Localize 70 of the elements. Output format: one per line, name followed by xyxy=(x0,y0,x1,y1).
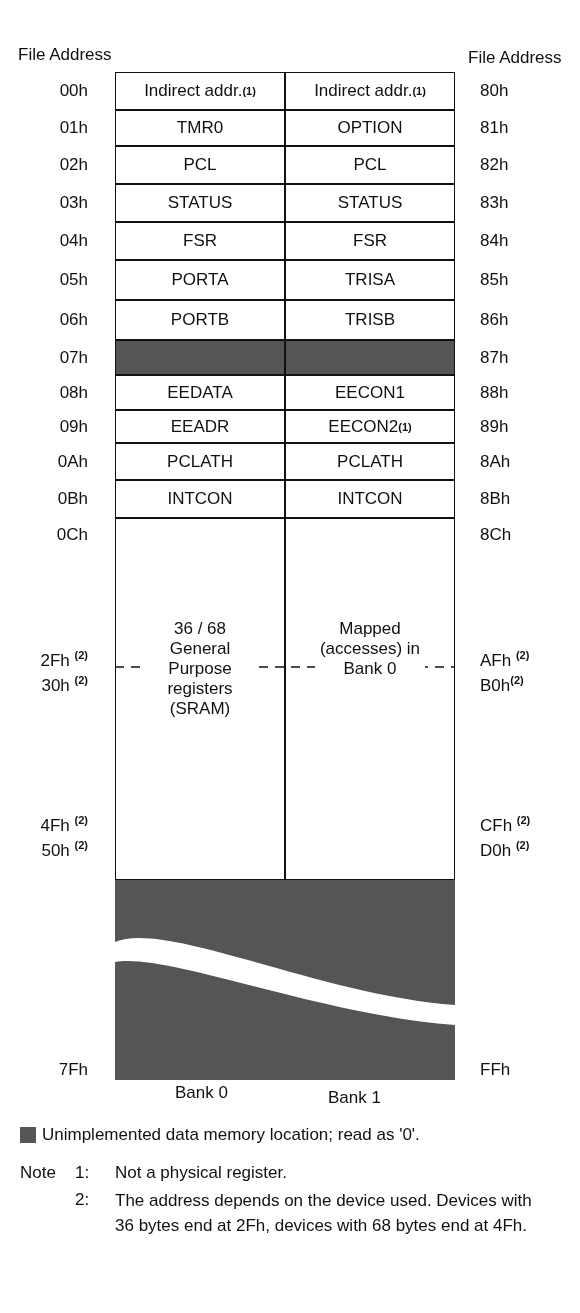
address-label: 83h xyxy=(480,193,509,213)
address-label: 00h xyxy=(59,81,88,101)
address-label: 8Bh xyxy=(480,489,511,509)
address-label: AFh $^{(2)}$ xyxy=(480,648,530,671)
note-heading: Note xyxy=(20,1163,56,1183)
unimplemented-region xyxy=(115,880,455,1080)
bank-label: Bank 1 xyxy=(328,1088,381,1108)
address-label: B0h$^{(2)}$ xyxy=(480,673,524,696)
address-label: 88h xyxy=(480,382,509,403)
address-label: 05h xyxy=(59,270,88,290)
address-label: 0Ch xyxy=(56,525,88,545)
register-cell: FSR xyxy=(285,222,455,260)
register-cell: OPTION xyxy=(285,110,455,146)
address-label: 8Ah xyxy=(480,451,511,472)
address-label: 85h xyxy=(480,270,509,290)
register-cell: TMR0 xyxy=(115,110,285,146)
bank-label: Bank 0 xyxy=(175,1083,228,1103)
register-cell: EEDATA xyxy=(115,375,285,410)
address-label: 7Fh xyxy=(58,1060,88,1080)
register-cell: TRISB xyxy=(285,300,455,340)
note-number: 1: xyxy=(75,1163,90,1183)
register-cell: PORTB xyxy=(115,300,285,340)
address-label: 86h xyxy=(480,310,509,330)
address-label: 0Ah xyxy=(57,451,88,472)
address-label: 8Ch xyxy=(480,525,512,545)
address-label: CFh $^{(2)}$ xyxy=(480,813,531,836)
address-label: 84h xyxy=(480,231,509,251)
register-cell: FSR xyxy=(115,222,285,260)
register-cell: STATUS xyxy=(115,184,285,222)
register-cell: INTCON xyxy=(115,480,285,518)
register-cell: STATUS xyxy=(285,184,455,222)
address-label: 2Fh $^{(2)}$ xyxy=(40,648,88,671)
register-cell: PCLATH xyxy=(285,443,455,480)
address-label: 04h xyxy=(59,231,88,251)
address-label: 87h xyxy=(480,347,509,368)
address-label: 02h xyxy=(59,155,88,175)
unimplemented-bar xyxy=(115,340,285,375)
note-text: Not a physical register. xyxy=(115,1163,287,1183)
note-number: 2: xyxy=(75,1190,90,1210)
register-cell: PCL xyxy=(115,146,285,184)
address-label: 01h xyxy=(59,118,88,138)
address-label: 81h xyxy=(480,118,509,138)
register-cell: PCL xyxy=(285,146,455,184)
address-label: 06h xyxy=(59,310,88,330)
register-cell: EECON1 xyxy=(285,375,455,410)
address-label: 89h xyxy=(480,416,509,437)
note-text: The address depends on the device used. Devices with 36 bytes end at 2Fh, devices with 68 bytes end at 4Fh. xyxy=(115,1190,533,1237)
register-cell: PORTA xyxy=(115,260,285,300)
memory-region: Mapped (accesses) in Bank 0 xyxy=(285,518,455,880)
address-label: 4Fh $^{(2)}$ xyxy=(40,813,88,836)
column-heading: File Address xyxy=(18,45,112,65)
unimplemented-bar xyxy=(285,340,455,375)
legend-text: Unimplemented data memory location; read as '0'. xyxy=(42,1125,420,1145)
address-label: FFh xyxy=(480,1060,511,1080)
register-cell: TRISA xyxy=(285,260,455,300)
register-cell: EEADR xyxy=(115,410,285,443)
address-label: 0Bh xyxy=(57,489,88,509)
address-label: 07h xyxy=(59,347,88,368)
address-label: 82h xyxy=(480,155,509,175)
address-label: 30h $^{(2)}$ xyxy=(41,673,88,696)
register-cell: PCLATH xyxy=(115,443,285,480)
address-label: D0h $^{(2)}$ xyxy=(480,838,530,861)
address-label: 80h xyxy=(480,81,509,101)
address-label: 09h xyxy=(59,416,88,437)
register-cell: INTCON xyxy=(285,480,455,518)
address-label: 03h xyxy=(59,193,88,213)
column-heading: File Address xyxy=(468,48,562,68)
address-label: 50h $^{(2)}$ xyxy=(41,838,88,861)
memory-region: 36 / 68 General Purpose registers (SRAM) xyxy=(115,518,285,880)
address-label: 08h xyxy=(59,382,88,403)
